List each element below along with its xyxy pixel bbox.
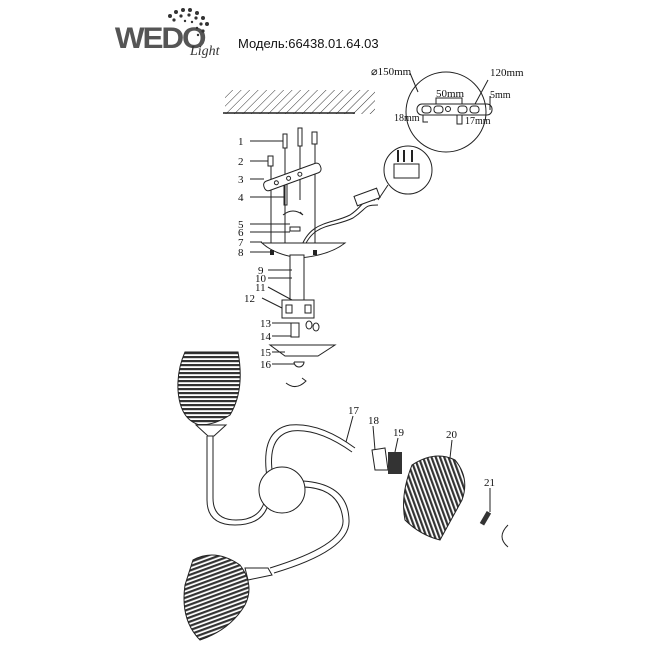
- bulb: [479, 510, 492, 526]
- brand-logo: WEDO: [114, 22, 207, 55]
- part-label-7: 7: [238, 237, 244, 249]
- dim-length: 120mm: [490, 67, 524, 79]
- lamp-arms: [206, 424, 356, 574]
- part-label-18: 18: [368, 415, 380, 427]
- glass-shade-2: [183, 554, 250, 641]
- dim-right-offset: 17mm: [465, 116, 491, 127]
- part-label-6: 6: [238, 227, 244, 239]
- glass-shade-1: [177, 351, 241, 426]
- mounting-bracket: [263, 162, 322, 192]
- stem: [289, 254, 305, 301]
- part-label-17: 17: [348, 405, 360, 417]
- part-label-20: 20: [446, 429, 458, 441]
- finial: [293, 361, 305, 368]
- part-label-14: 14: [260, 331, 272, 343]
- part-label-3: 3: [238, 174, 244, 186]
- part-labels: 1 2 3 4 5 6 7 8 9 10 11 12 13 14 15 16 1…: [238, 136, 495, 489]
- part-label-2: 2: [238, 156, 244, 168]
- part-label-19: 19: [393, 427, 405, 439]
- part-label-4: 4: [238, 192, 244, 204]
- part-label-16: 16: [260, 359, 272, 371]
- part-label-13: 13: [260, 318, 272, 330]
- dim-diameter: ⌀150mm: [371, 66, 412, 78]
- brand-logo-sub: Light: [190, 44, 220, 59]
- part-label-9: 9: [258, 265, 264, 277]
- dim-left-offset: 18mm: [394, 113, 420, 124]
- part-label-1: 1: [238, 136, 244, 148]
- ceiling: [225, 90, 375, 114]
- logo-swirl-icon: [168, 8, 209, 37]
- part-label-8: 8: [238, 247, 244, 259]
- model-number: Модель:66438.01.64.03: [238, 36, 379, 51]
- part-label-21: 21: [484, 477, 495, 489]
- rotate-arrow-icon: [282, 210, 304, 216]
- rotate-arrow-icon: [501, 524, 509, 548]
- lamp-socket: [388, 452, 402, 474]
- decorative-cup: [268, 344, 337, 357]
- part-label-10: 10: [255, 273, 267, 285]
- socket-cover: [371, 447, 389, 471]
- terminal-block: [353, 187, 381, 207]
- dim-spacing: 50mm: [436, 88, 465, 100]
- dim-thickness: 5mm: [490, 90, 511, 101]
- glass-shade-3: [403, 455, 466, 541]
- part-label-11: 11: [255, 282, 266, 294]
- part-label-5: 5: [238, 219, 244, 231]
- part-label-12: 12: [244, 293, 255, 305]
- part-label-15: 15: [260, 347, 272, 359]
- rotate-arrow-icon: [285, 377, 307, 387]
- mount-bracket-detail: ⌀150mm 120mm 50mm 5mm 18mm 17mm: [371, 66, 524, 153]
